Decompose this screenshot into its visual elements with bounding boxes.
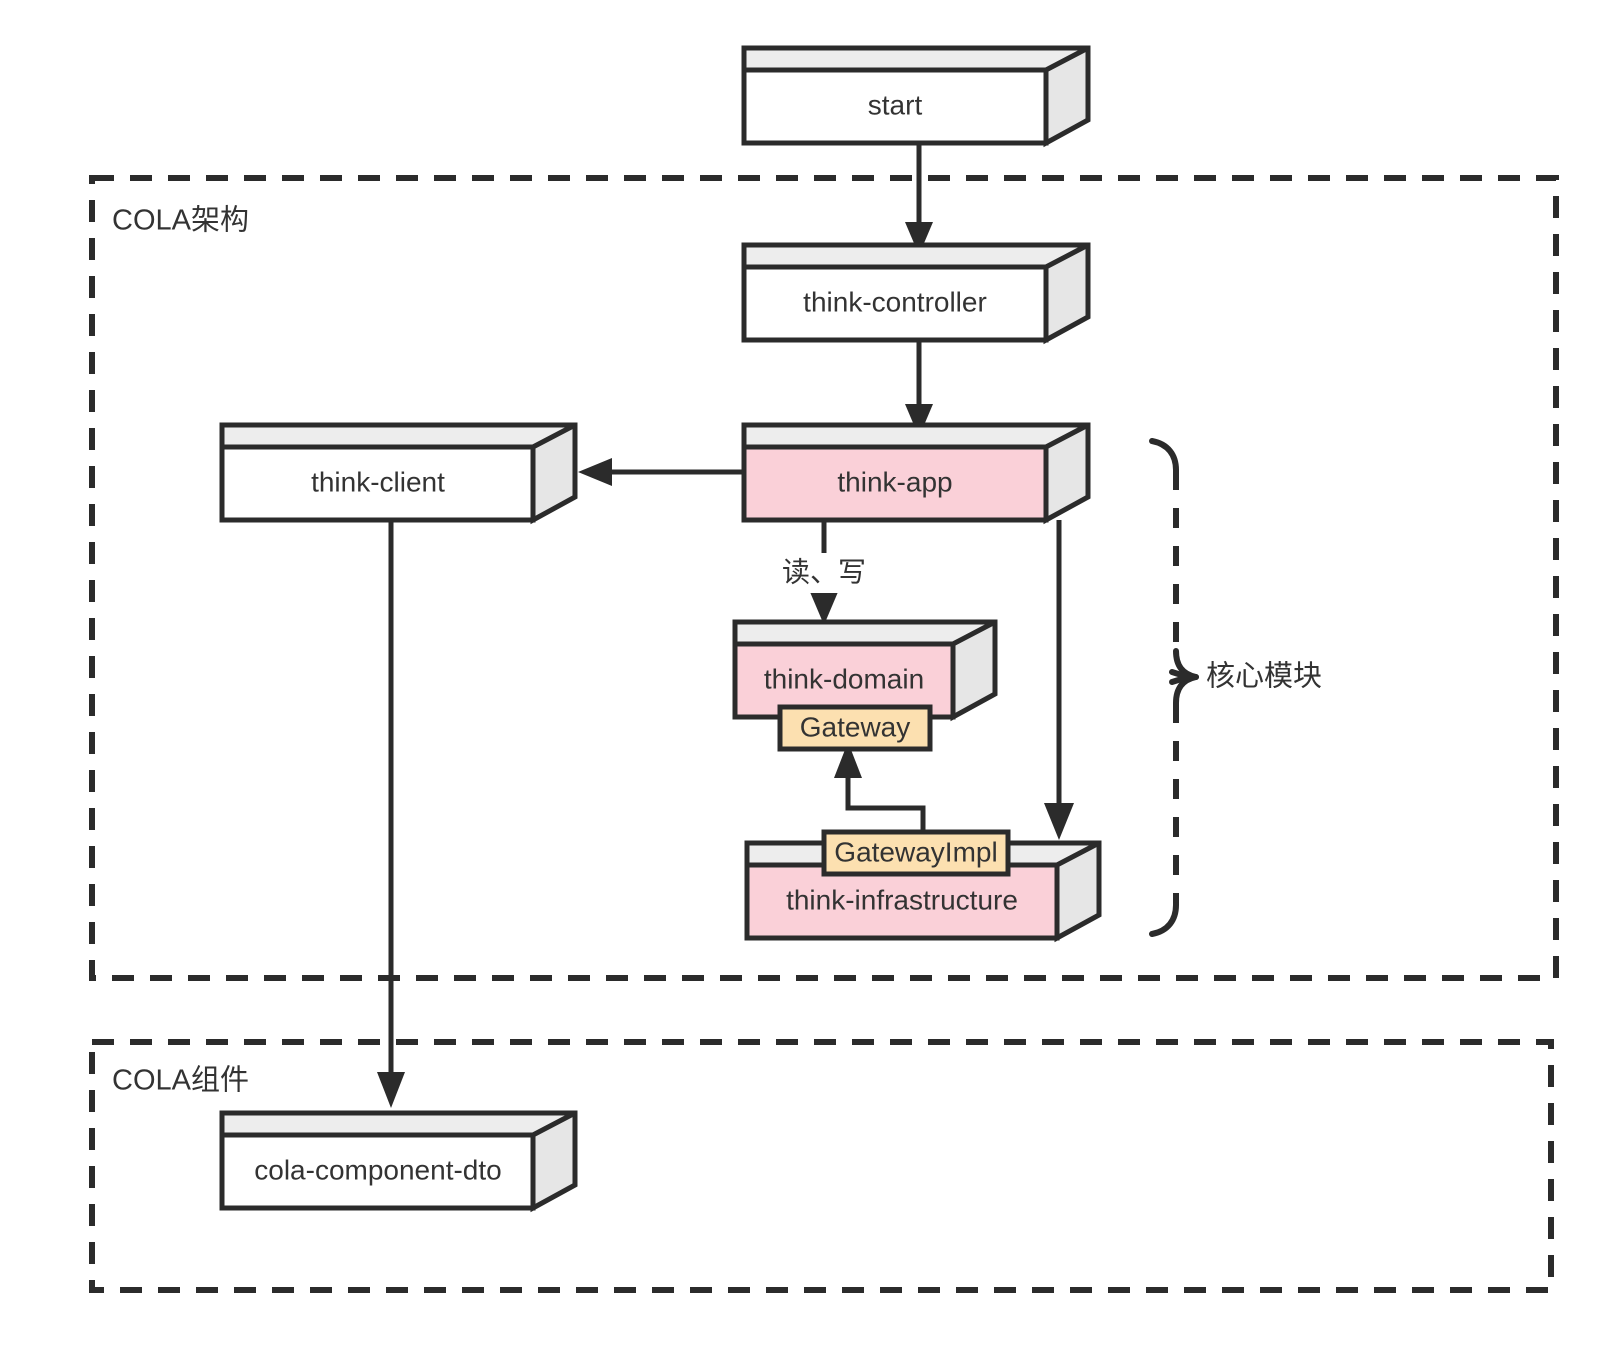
node-think-client-top: [219, 422, 577, 450]
edge-start-to-think-controller: [905, 143, 933, 255]
edge-think-controller-to-think-app: [905, 340, 933, 437]
node-cola-component-dto-front: [219, 1132, 536, 1211]
edge-think-app-to-think-client: [578, 458, 742, 486]
node-think-controller[interactable]: think-controller: [741, 242, 1091, 345]
node-think-app-front: [741, 444, 1049, 523]
node-think-domain-top: [732, 619, 997, 647]
edge-think-app-to-think-infrastructure: [1044, 520, 1074, 840]
group-container-cola-components: [89, 1039, 1554, 1293]
node-think-infrastructure-label: think-infrastructure: [786, 884, 1018, 915]
node-think-client-front: [219, 444, 536, 523]
node-think-client-label: think-client: [311, 466, 445, 497]
edge-label-read-write: 读、写: [782, 556, 866, 587]
node-start[interactable]: start: [741, 45, 1091, 148]
node-think-controller-front: [741, 264, 1049, 343]
node-think-infrastructure[interactable]: think-infrastructure: [744, 840, 1102, 943]
tag-gateway-label: Gateway: [800, 711, 911, 742]
tag-gateway[interactable]: Gateway: [777, 704, 933, 752]
edge-think-client-to-cola-component-dto: [377, 520, 405, 1108]
node-think-controller-top: [741, 242, 1090, 270]
group-label-cola-components: COLA组件: [112, 1064, 249, 1097]
node-start-label: start: [868, 89, 923, 120]
node-cola-component-dto[interactable]: cola-component-dto: [219, 1110, 578, 1213]
node-think-app[interactable]: think-app: [741, 422, 1091, 525]
tag-gatewayimpl-label: GatewayImpl: [834, 836, 997, 867]
tag-gateway-box: [777, 704, 933, 752]
edge-gatewayimpl-to-gateway: [834, 742, 926, 838]
node-think-domain-label: think-domain: [764, 663, 924, 694]
node-think-app-top: [741, 422, 1090, 450]
node-think-domain[interactable]: think-domain: [732, 619, 998, 722]
edge-label-bg-read-write: [762, 553, 886, 593]
node-cola-component-dto-top: [219, 1110, 577, 1138]
node-start-top: [741, 45, 1090, 73]
tag-gatewayimpl-box: [821, 829, 1011, 877]
annotation-core-modules: 核心模块: [1149, 438, 1322, 937]
node-think-controller-label: think-controller: [803, 286, 987, 317]
node-think-client[interactable]: think-client: [219, 422, 578, 525]
group-label-cola-arch: COLA架构: [112, 204, 249, 237]
tag-gatewayimpl[interactable]: GatewayImpl: [821, 829, 1011, 877]
group-label-bg-cola-arch: [106, 198, 276, 242]
group-container-cola-arch: [89, 175, 1559, 981]
annotation-core-modules-label: 核心模块: [1206, 660, 1322, 693]
node-think-app-label: think-app: [837, 466, 952, 497]
node-start-front: [741, 67, 1049, 146]
group-label-bg-cola-components: [106, 1058, 276, 1102]
node-cola-component-dto-label: cola-component-dto: [254, 1154, 501, 1185]
